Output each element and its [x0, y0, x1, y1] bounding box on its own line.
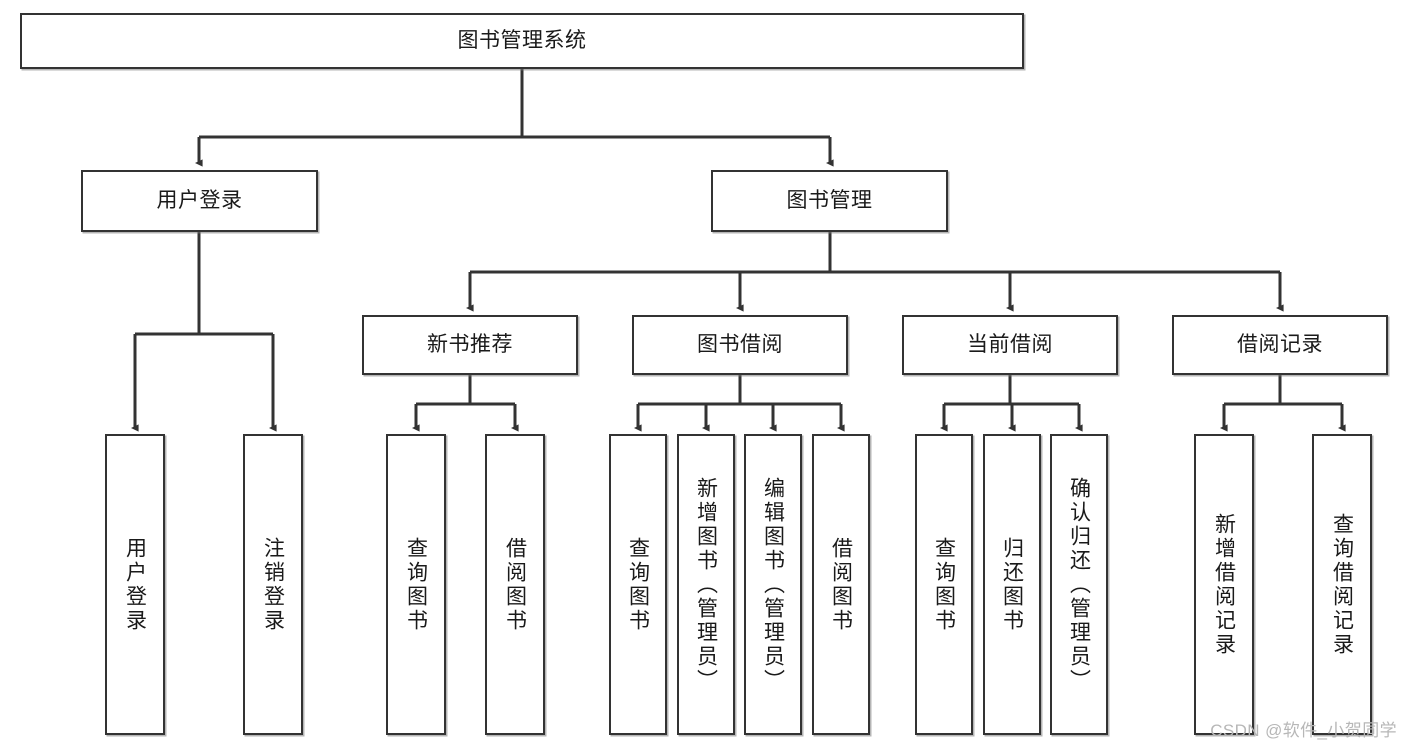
node-book-manage[interactable]: 图书管理 — [711, 170, 948, 232]
node-leaf-borrow-book-2[interactable]: 借阅图书 — [812, 434, 870, 735]
node-current-borrow-label: 当前借阅 — [967, 333, 1053, 357]
node-borrow-record-label: 借阅记录 — [1237, 333, 1323, 357]
node-leaf-logout-label: 注销登录 — [261, 536, 285, 633]
node-leaf-query-book-2-label: 查询图书 — [626, 536, 650, 633]
node-leaf-borrow-book-1-label: 借阅图书 — [503, 536, 527, 633]
node-book-borrow[interactable]: 图书借阅 — [632, 315, 848, 375]
node-leaf-borrow-book-2-label: 借阅图书 — [829, 536, 853, 633]
node-leaf-query-record-label: 查询借阅记录 — [1330, 512, 1354, 657]
node-leaf-return-book[interactable]: 归还图书 — [983, 434, 1041, 735]
node-user-login[interactable]: 用户登录 — [81, 170, 318, 232]
node-leaf-query-book-1[interactable]: 查询图书 — [386, 434, 446, 735]
node-leaf-query-record[interactable]: 查询借阅记录 — [1312, 434, 1372, 735]
node-leaf-edit-book[interactable]: 编辑图书（管理员） — [744, 434, 802, 735]
node-new-book-rec-label: 新书推荐 — [427, 333, 513, 357]
node-leaf-confirm-return[interactable]: 确认归还（管理员） — [1050, 434, 1108, 735]
node-leaf-user-login-label: 用户登录 — [123, 536, 147, 633]
node-leaf-add-book-label: 新增图书（管理员） — [694, 476, 718, 693]
node-leaf-edit-book-label: 编辑图书（管理员） — [761, 476, 785, 693]
node-leaf-user-login[interactable]: 用户登录 — [105, 434, 165, 735]
node-leaf-add-record-label: 新增借阅记录 — [1212, 512, 1236, 657]
node-root-label: 图书管理系统 — [457, 29, 587, 53]
node-new-book-rec[interactable]: 新书推荐 — [362, 315, 578, 375]
node-leaf-return-book-label: 归还图书 — [1000, 536, 1024, 633]
node-current-borrow[interactable]: 当前借阅 — [902, 315, 1118, 375]
node-user-login-label: 用户登录 — [156, 189, 243, 213]
node-leaf-add-record[interactable]: 新增借阅记录 — [1194, 434, 1254, 735]
node-leaf-add-book[interactable]: 新增图书（管理员） — [677, 434, 735, 735]
node-book-manage-label: 图书管理 — [786, 189, 873, 213]
node-root[interactable]: 图书管理系统 — [20, 13, 1024, 69]
node-borrow-record[interactable]: 借阅记录 — [1172, 315, 1388, 375]
node-leaf-logout[interactable]: 注销登录 — [243, 434, 303, 735]
node-leaf-query-book-2[interactable]: 查询图书 — [609, 434, 667, 735]
node-leaf-query-book-3-label: 查询图书 — [932, 536, 956, 633]
node-leaf-borrow-book-1[interactable]: 借阅图书 — [485, 434, 545, 735]
node-leaf-query-book-1-label: 查询图书 — [404, 536, 428, 633]
node-leaf-confirm-return-label: 确认归还（管理员） — [1067, 476, 1091, 693]
node-book-borrow-label: 图书借阅 — [697, 333, 783, 357]
node-leaf-query-book-3[interactable]: 查询图书 — [915, 434, 973, 735]
